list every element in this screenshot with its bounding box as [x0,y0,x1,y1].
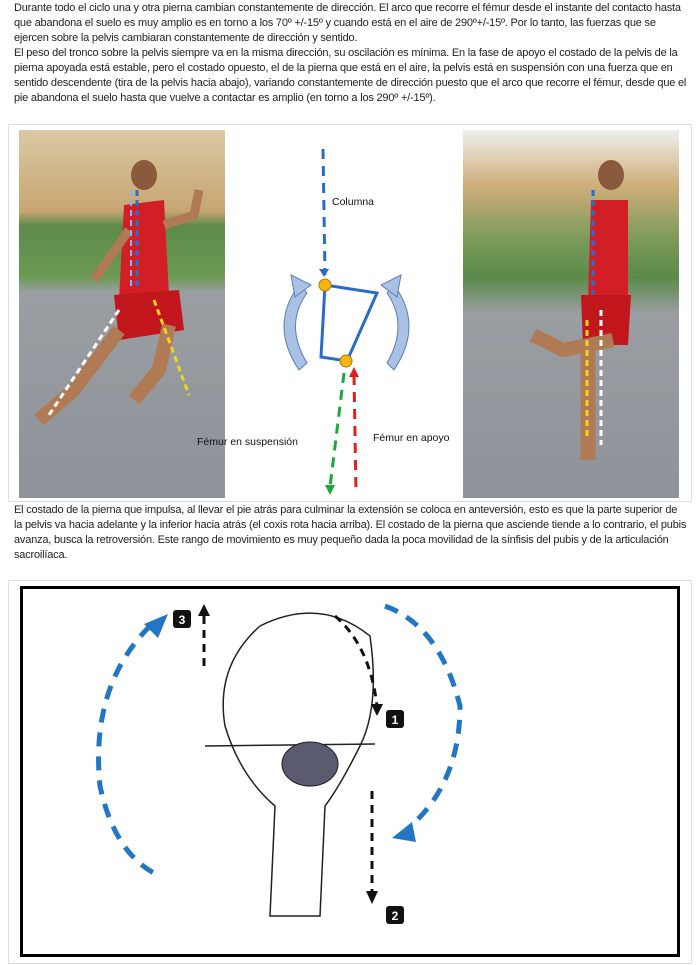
paragraph-3: El costado de la pierna que impulsa, al … [14,504,687,561]
marker-3: 3 [173,610,191,628]
pelvis-rotation-diagram: 3 1 2 [20,586,680,957]
rotation-arrow-left [96,624,162,879]
label-femur-suspension: Fémur en suspensión [197,436,298,448]
svg-text:3: 3 [179,613,186,627]
svg-text:1: 1 [392,713,399,727]
paragraph-2: El peso del tronco sobre la pelvis siemp… [14,47,687,104]
pelvis-shape [319,283,380,363]
marker-2: 2 [386,906,404,924]
svg-text:2: 2 [392,909,399,923]
intro-text: Durante todo el ciclo una y otra pierna … [0,1,700,123]
figure-pelvis-rotation: 3 1 2 [8,580,692,964]
paragraph-1: Durante todo el ciclo una y otra pierna … [14,2,681,44]
photo-runner-left [19,130,225,498]
pelvis-force-diagram [283,148,410,495]
femoral-head [281,741,339,787]
femur-suspension-line [328,372,346,488]
runner-left-image [34,160,204,426]
left-rotation-arrow [283,284,308,371]
column-force-line [321,148,327,276]
femur-support-line [352,374,358,494]
marker-1: 1 [386,710,404,728]
runner-right-image [529,160,631,460]
rotation-arrow-right [384,603,463,833]
hip-bone-drawing [222,612,375,917]
label-femur-support: Fémur en apoyo [373,432,450,444]
figure-running-pelvis: Columna Fémur en suspensión Fémur en apo… [8,124,692,502]
right-rotation-arrow [386,284,410,371]
photo-runner-right [463,130,679,498]
label-column: Columna [332,196,375,208]
